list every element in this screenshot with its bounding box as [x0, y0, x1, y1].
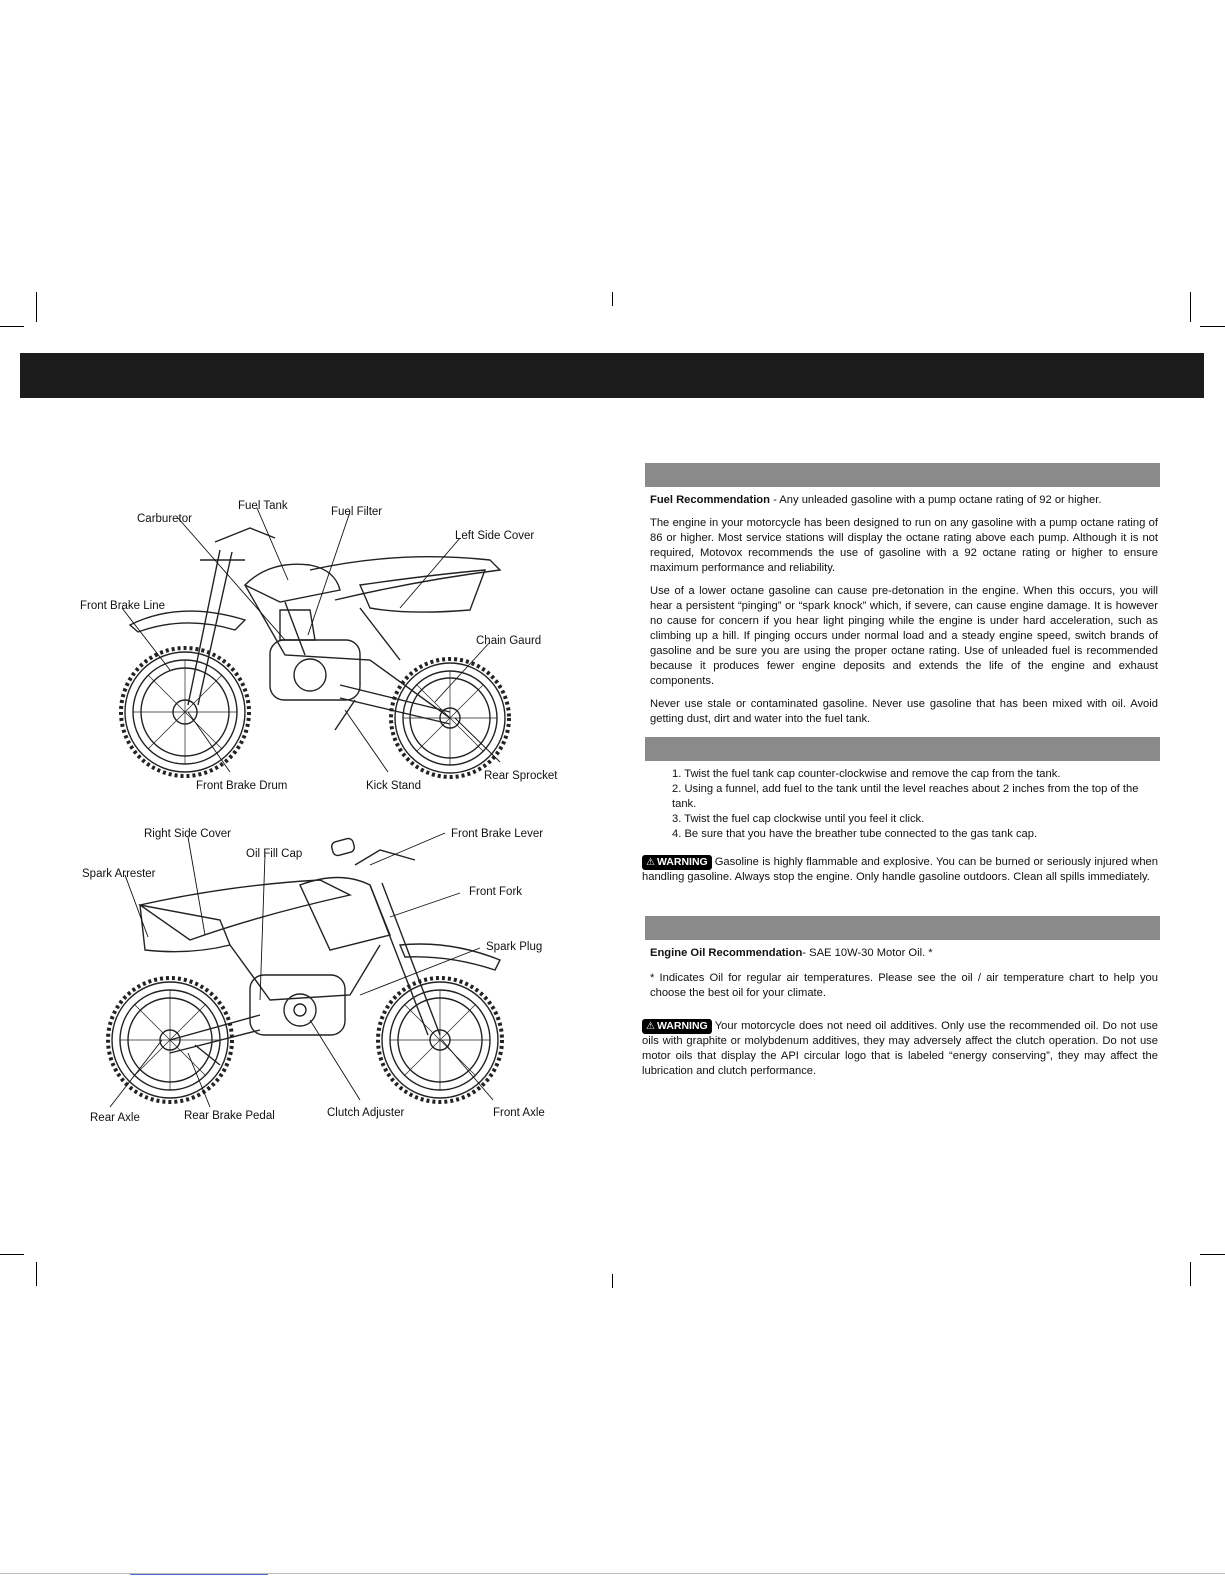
label-chain-guard: Chain Gaurd: [476, 635, 542, 647]
label-front-brake-lever: Front Brake Lever: [451, 828, 544, 840]
label-kick-stand: Kick Stand: [366, 780, 421, 792]
crop-mark: [1190, 292, 1191, 322]
dirt-bike-left-view-diagram: [119, 507, 511, 779]
crop-mark: [1190, 1262, 1191, 1286]
crop-mark: [1200, 1254, 1225, 1255]
label-front-brake-line: Front Brake Line: [80, 600, 166, 612]
crop-mark: [612, 292, 613, 306]
label-fuel-tank: Fuel Tank: [238, 500, 288, 512]
crop-mark: [612, 1274, 613, 1288]
label-spark-arrester: Spark Arrester: [82, 868, 156, 880]
label-fuel-filter: Fuel Filter: [331, 506, 383, 518]
fuel-paragraph-2: Use of a lower octane gasoline can cause…: [650, 585, 1158, 687]
label-clutch-adjuster: Clutch Adjuster: [327, 1107, 405, 1119]
fuel-warning-text: Gasoline is highly flammable and explosi…: [642, 856, 1158, 883]
label-left-side-cover: Left Side Cover: [455, 530, 535, 542]
warning-badge: ⚠WARNING: [642, 1019, 712, 1034]
header-band: [20, 353, 1204, 398]
label-spark-plug: Spark Plug: [486, 941, 543, 953]
warning-badge: ⚠WARNING: [642, 855, 712, 870]
fuel-section-bar: [645, 463, 1160, 487]
label-front-fork: Front Fork: [469, 886, 523, 898]
fuel-paragraph-1: The engine in your motorcycle has been d…: [650, 517, 1158, 574]
crop-mark: [36, 292, 37, 322]
crop-mark: [1200, 326, 1225, 327]
label-front-brake-drum: Front Brake Drum: [196, 780, 288, 792]
refuel-step: 4. Be sure that you have the breather tu…: [672, 828, 1038, 840]
oil-section-bar: [645, 916, 1160, 940]
fuel-paragraph-3: Never use stale or contaminated gasoline…: [650, 698, 1158, 725]
oil-section-body: Engine Oil Recommendation- SAE 10W-30 Mo…: [650, 946, 1158, 1009]
label-carburetor: Carburetor: [137, 513, 192, 525]
label-rear-brake-pedal: Rear Brake Pedal: [184, 1110, 275, 1122]
oil-recommendation-label: Engine Oil Recommendation: [650, 947, 803, 959]
bottom-rule: [0, 1573, 1225, 1574]
label-rear-sprocket: Rear Sprocket: [484, 770, 558, 782]
oil-warning-text: Your motorcycle does not need oil additi…: [642, 1020, 1158, 1077]
refuel-steps: 1. Twist the fuel tank cap counter-clock…: [672, 767, 1162, 842]
oil-recommendation-text: - SAE 10W-30 Motor Oil. *: [802, 947, 933, 959]
refuel-step: 3. Twist the fuel cap clockwise until yo…: [672, 813, 925, 825]
oil-note: * Indicates Oil for regular air temperat…: [650, 972, 1158, 999]
crop-mark: [0, 1254, 24, 1255]
refuel-section-bar: [645, 737, 1160, 761]
fuel-recommendation-text: - Any unleaded gasoline with a pump octa…: [769, 494, 1102, 506]
crop-mark: [0, 326, 24, 327]
label-front-axle: Front Axle: [493, 1107, 545, 1119]
label-right-side-cover: Right Side Cover: [144, 828, 231, 840]
label-rear-axle: Rear Axle: [90, 1112, 140, 1124]
oil-recommendation: Engine Oil Recommendation- SAE 10W-30 Mo…: [650, 946, 1158, 961]
fuel-recommendation: Fuel Recommendation - Any unleaded gasol…: [650, 493, 1158, 508]
warning-triangle-icon: ⚠: [646, 1021, 655, 1032]
link-underline: [130, 1574, 268, 1575]
crop-mark: [36, 1262, 37, 1286]
fuel-recommendation-label: Fuel Recommendation: [650, 494, 770, 506]
refuel-step: 2. Using a funnel, add fuel to the tank …: [672, 783, 1139, 810]
refuel-step: 1. Twist the fuel tank cap counter-clock…: [672, 768, 1061, 780]
label-oil-fill-cap: Oil Fill Cap: [246, 848, 303, 860]
fuel-section-body: Fuel Recommendation - Any unleaded gasol…: [650, 493, 1158, 735]
dirt-bike-right-view-diagram: [106, 832, 504, 1108]
warning-triangle-icon: ⚠: [646, 857, 655, 868]
